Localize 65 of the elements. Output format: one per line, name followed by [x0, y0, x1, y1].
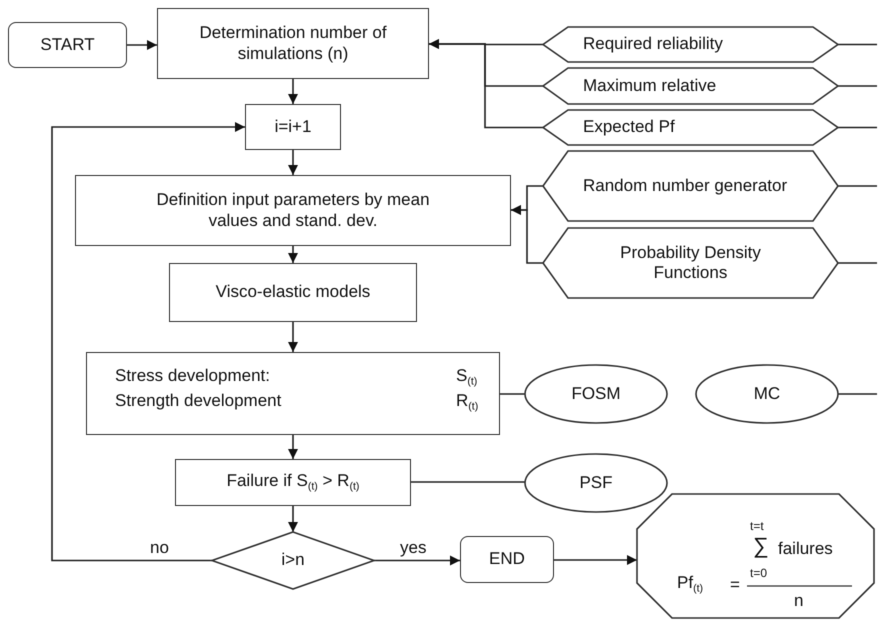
arrow — [288, 79, 298, 104]
arrow — [429, 39, 543, 128]
arrow — [288, 246, 298, 263]
connector-line — [838, 393, 877, 395]
formula-text: ∑ — [753, 535, 769, 557]
arrow — [288, 322, 298, 352]
formula-text: = — [730, 576, 740, 592]
hexagon-box — [543, 110, 838, 145]
node-label: Probability Density Functions — [619, 242, 762, 284]
node-label: i>n — [281, 550, 305, 571]
arrow — [288, 150, 298, 175]
process-box — [75, 175, 511, 246]
connector-line — [411, 481, 525, 483]
arrow — [554, 555, 637, 565]
process-box — [175, 459, 411, 506]
node-label: Random number generator — [583, 176, 788, 196]
node-label: S$_{(t)}$ — [456, 366, 478, 387]
arrow — [374, 556, 460, 566]
connector-line — [500, 393, 525, 395]
node-label: Required reliability — [583, 34, 723, 55]
node-label: Maximum relative — [583, 76, 716, 96]
decision-diamond — [212, 532, 374, 589]
hexagon-box — [543, 68, 838, 104]
node-label: START — [40, 34, 95, 56]
connector-line — [838, 126, 877, 128]
node-label: MC — [754, 384, 780, 404]
node-label: Strength development — [115, 392, 282, 408]
node-label: R$_{(t)}$ — [456, 392, 478, 412]
node-label: Visco-elastic models — [216, 282, 370, 303]
arrow — [127, 40, 157, 50]
hexagon-box — [543, 228, 838, 298]
terminal-box — [460, 536, 554, 583]
hexagon-box — [543, 27, 838, 62]
node-label: i=i+1 — [274, 116, 312, 138]
connector-line — [838, 262, 877, 264]
formula-text: n — [794, 592, 804, 608]
node-label: PSF — [579, 472, 613, 494]
connector-line — [838, 85, 877, 87]
node-label: Failure if S$_{(t)}$ > R$_{(t)}$ — [226, 471, 360, 494]
process-box — [169, 263, 417, 322]
formula-text: t=t — [750, 520, 764, 532]
hexagon-box — [543, 151, 838, 221]
connector-line — [838, 44, 877, 46]
ellipse-node — [525, 365, 667, 423]
ellipse-node — [525, 454, 667, 512]
arrow — [51, 122, 245, 562]
node-label: END — [489, 549, 525, 570]
process-box — [157, 8, 429, 79]
node-label: Expected Pf — [583, 117, 675, 138]
terminal-box — [8, 22, 127, 68]
ellipse-node — [696, 365, 838, 423]
arrow — [288, 506, 298, 532]
node-label: Stress development: — [115, 366, 270, 384]
formula-text: t=0 — [750, 567, 768, 579]
formula-text: Pf$_{(t)}$ — [677, 574, 704, 594]
node-label: Definition input parameters by mean values and stand. dev. — [155, 190, 431, 231]
node-label: FOSM — [571, 384, 621, 404]
arrow — [288, 435, 298, 459]
arrow — [511, 205, 543, 264]
connector-line — [838, 185, 877, 187]
octagon-box — [637, 494, 874, 618]
process-box — [245, 104, 341, 150]
process-box — [86, 352, 500, 435]
formula-text: failures — [778, 540, 833, 556]
node-label: Determination number of simulations (n) — [198, 23, 388, 64]
